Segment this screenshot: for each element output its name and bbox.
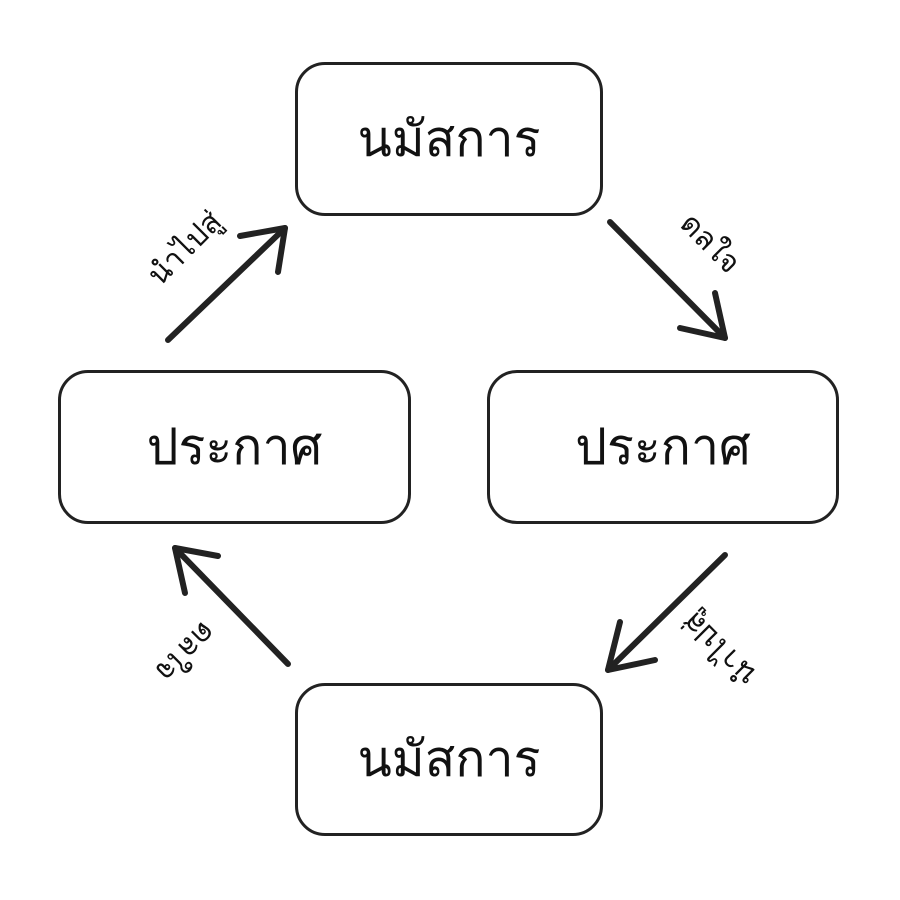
node-bottom-label: นมัสการ bbox=[357, 730, 541, 788]
node-bottom: นมัสการ bbox=[295, 683, 603, 836]
node-top: นมัสการ bbox=[295, 62, 603, 216]
arrow-right-to-bottom bbox=[605, 552, 728, 673]
arrow-bottom-to-left bbox=[172, 545, 291, 667]
arrow-left-to-top bbox=[165, 225, 288, 343]
node-top-label: นมัสการ bbox=[357, 109, 541, 168]
node-right: ประกาศ bbox=[487, 370, 839, 524]
node-right-label: ประกาศ bbox=[575, 417, 751, 476]
node-left: ประกาศ bbox=[58, 370, 411, 524]
arrow-top-to-right bbox=[607, 219, 728, 341]
node-left-label: ประกาศ bbox=[146, 417, 323, 476]
